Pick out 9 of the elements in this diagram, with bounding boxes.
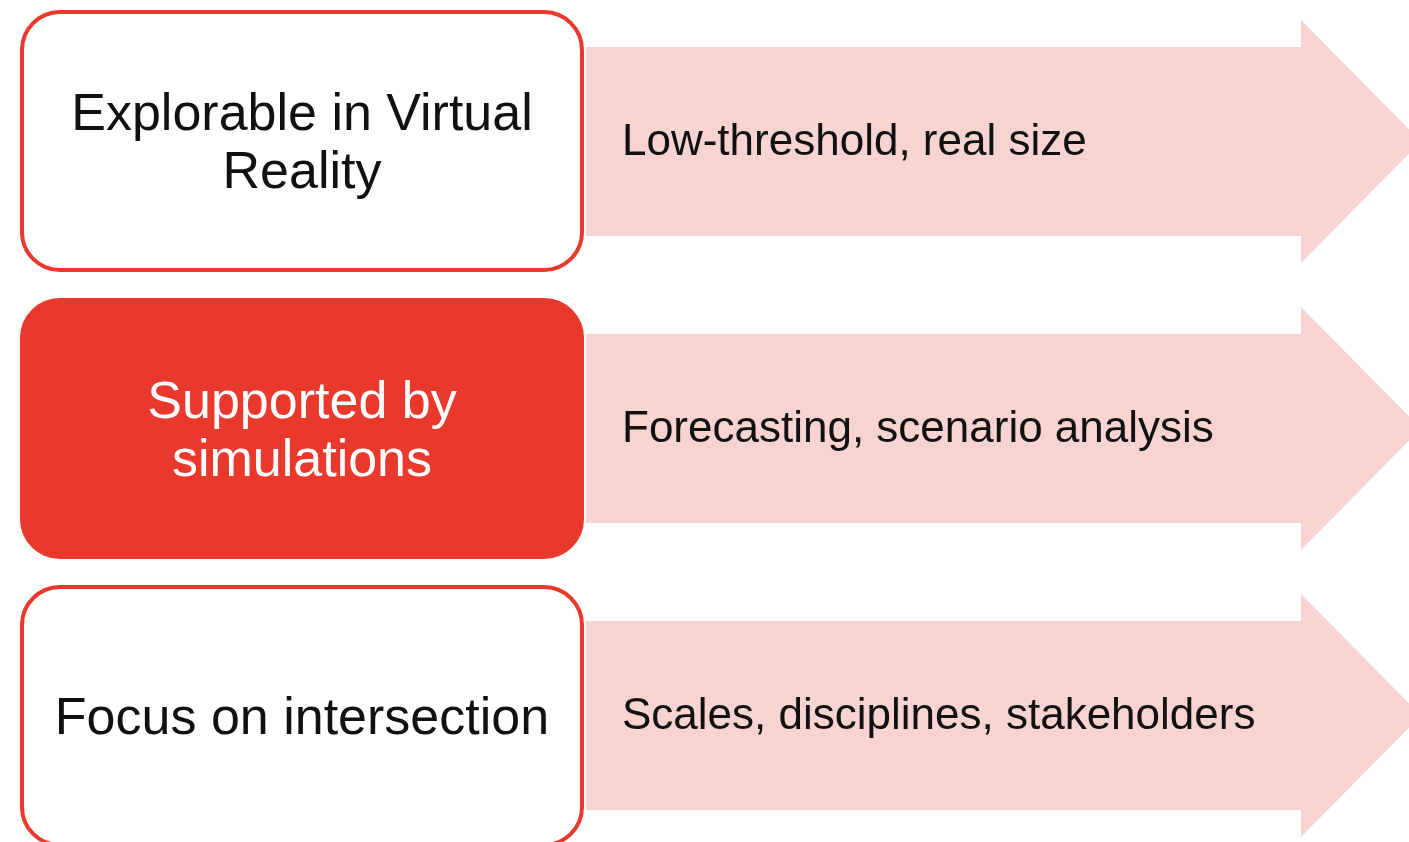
box-label: Supported by simulations — [146, 370, 458, 487]
arrow-label: Scales, disciplines, stakeholders — [622, 688, 1256, 739]
rounded-box — [20, 585, 584, 842]
box-label: Focus on intersection — [54, 687, 550, 745]
arrow-label: Forecasting, scenario analysis — [622, 401, 1214, 452]
arrow-label: Low-threshold, real size — [622, 114, 1087, 165]
box-label: Explorable in Virtual Reality — [70, 83, 534, 199]
rounded-box — [20, 10, 584, 272]
rounded-box — [20, 298, 584, 559]
